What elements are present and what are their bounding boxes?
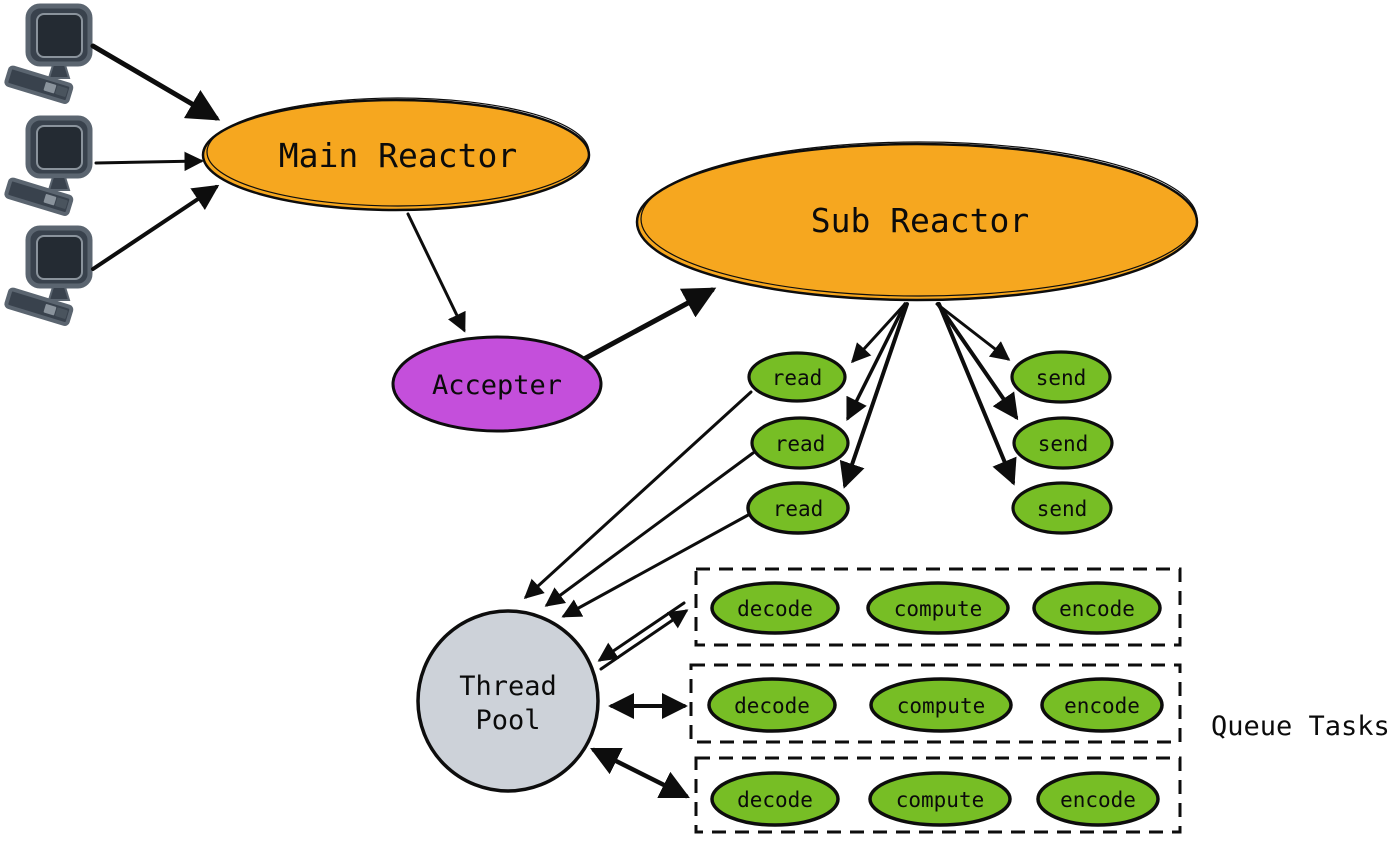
edge-thread-pool-queue3 (590, 747, 690, 799)
read-node-1 (747, 351, 847, 403)
send-node-3 (1011, 481, 1113, 535)
read-label-2: read (775, 432, 826, 456)
queue-box-1 (694, 567, 1182, 647)
sub-reactor-sketch-outline (640, 141, 1198, 297)
read-label-1: read (772, 366, 823, 390)
send-label-1: send (1036, 366, 1087, 390)
read-label-3: read (773, 497, 824, 521)
queue2-encode-label: encode (1064, 694, 1140, 718)
queue-box-3 (694, 756, 1182, 834)
queue3-decode-label: decode (737, 788, 813, 812)
accepter-label: Accepter (432, 370, 562, 401)
sub-reactor-label: Sub Reactor (811, 201, 1030, 240)
queue3-decode-node (710, 771, 840, 827)
queue3-compute-node (868, 771, 1012, 827)
edge-sub-reactor-read2 (846, 302, 907, 422)
queue3-compute-label: compute (896, 788, 985, 812)
queue1-encode-node (1032, 581, 1162, 635)
edge-sub-reactor-send2 (936, 302, 1019, 421)
edge-main-reactor-accepter (406, 212, 466, 333)
edge-client2-main-reactor (94, 151, 204, 172)
thread-pool-node (416, 609, 600, 793)
queue2-decode-label: decode (734, 694, 810, 718)
computer-icon (6, 228, 90, 325)
queue1-compute-node (866, 581, 1010, 635)
read-node-3 (746, 481, 850, 535)
computer-icon (6, 6, 90, 103)
queue1-compute-label: compute (894, 597, 983, 621)
edge-queue1-thread-pool-in (597, 601, 686, 662)
read-node-2 (750, 416, 850, 470)
queue2-encode-node (1040, 677, 1164, 733)
queue1-decode-node (710, 581, 840, 635)
edge-sub-reactor-send3 (937, 302, 1017, 486)
edge-client1-main-reactor (90, 43, 221, 121)
edge-sub-reactor-read3 (839, 302, 909, 489)
send-label-3: send (1037, 497, 1088, 521)
computer-icon (6, 118, 90, 215)
edge-read1-thread-pool (523, 390, 753, 599)
edge-read2-thread-pool (544, 451, 755, 607)
edge-client3-main-reactor (91, 184, 220, 271)
thread-pool-label-line2: Pool (475, 705, 540, 736)
edge-sub-reactor-send1 (935, 302, 1011, 361)
main-reactor-label: Main Reactor (279, 136, 517, 175)
queue2-compute-node (869, 677, 1013, 733)
edge-sub-reactor-read1 (851, 302, 907, 364)
queue2-decode-node (707, 677, 837, 733)
edge-accepter-sub-reactor (581, 287, 717, 362)
queue-box-2 (689, 663, 1182, 744)
send-node-2 (1012, 416, 1114, 470)
queue3-encode-label: encode (1060, 788, 1136, 812)
send-label-2: send (1038, 432, 1089, 456)
edge-thread-pool-queue1-out (599, 609, 689, 671)
accepter-node (391, 335, 603, 433)
queue1-decode-label: decode (737, 597, 813, 621)
edge-read3-thread-pool (561, 512, 752, 618)
send-node-1 (1010, 350, 1112, 404)
thread-pool-label-line1: Thread (459, 671, 557, 702)
queue2-compute-label: compute (897, 694, 986, 718)
queue-tasks-caption: Queue Tasks (1211, 711, 1390, 742)
queue1-encode-label: encode (1059, 597, 1135, 621)
main-reactor-sketch-outline (206, 97, 590, 207)
queue3-encode-node (1036, 771, 1160, 827)
